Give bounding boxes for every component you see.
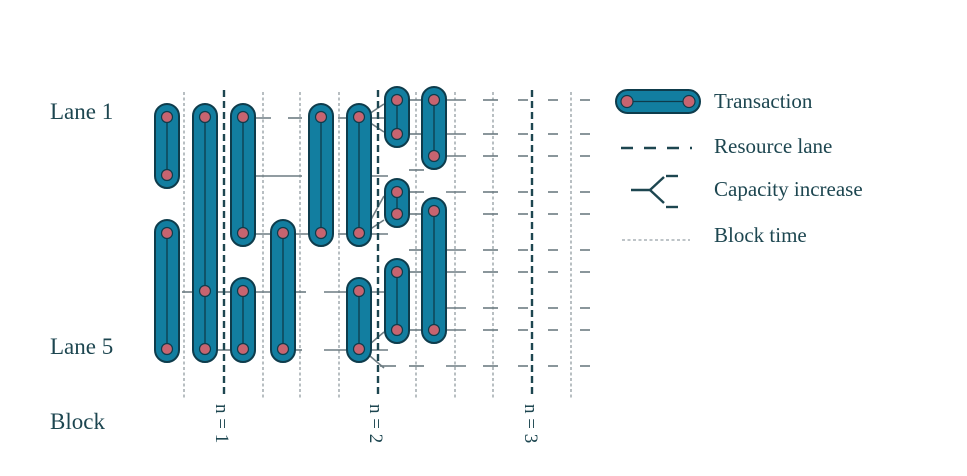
transaction-lane-dot bbox=[390, 93, 404, 107]
transaction-4 bbox=[230, 103, 256, 247]
transaction-lane-dot bbox=[427, 149, 441, 163]
legend-resource-lane-label: Resource lane bbox=[714, 134, 832, 158]
transaction-lane-dot bbox=[352, 110, 366, 124]
transaction-lane-dot bbox=[236, 284, 250, 298]
transaction-lane-dot bbox=[427, 323, 441, 337]
transaction-lane-dot bbox=[314, 110, 328, 124]
transaction-lane-dot bbox=[427, 93, 441, 107]
transaction-lane-dot bbox=[352, 226, 366, 240]
block-boundaries bbox=[222, 90, 534, 398]
transaction-lane-dot bbox=[390, 323, 404, 337]
transaction-lane-dot bbox=[160, 342, 174, 356]
transaction-1 bbox=[154, 103, 180, 189]
transaction-lane-dot bbox=[390, 265, 404, 279]
block-label-1: n = 1 bbox=[211, 404, 232, 443]
transaction-lane-dot bbox=[236, 110, 250, 124]
transaction-14 bbox=[421, 197, 447, 344]
legend-transaction-label: Transaction bbox=[714, 89, 813, 113]
legend-capacity-increase-icon bbox=[631, 174, 678, 209]
transaction-12 bbox=[384, 258, 410, 344]
transaction-lane-dot bbox=[390, 207, 404, 221]
transaction-lane-dot bbox=[390, 127, 404, 141]
transaction-lane-dot bbox=[198, 284, 212, 298]
block-label-3: n = 3 bbox=[520, 404, 541, 443]
transaction-lane-dot bbox=[160, 168, 174, 182]
legend: Transaction Resource lane Capacity incre… bbox=[615, 89, 863, 247]
transaction-lane-dot bbox=[314, 226, 328, 240]
transaction-lane-dot bbox=[427, 204, 441, 218]
legend-capacity-increase-label: Capacity increase bbox=[714, 177, 863, 201]
row-label-last: Lane 5 bbox=[50, 334, 113, 359]
transaction-2 bbox=[154, 219, 180, 363]
transaction-lane-dot bbox=[160, 226, 174, 240]
transaction-lane-dot bbox=[198, 342, 212, 356]
transaction-6 bbox=[270, 219, 296, 363]
transaction-lane-dot bbox=[352, 342, 366, 356]
legend-block-time-label: Block time bbox=[714, 223, 807, 247]
transactions bbox=[154, 86, 447, 363]
transaction-5 bbox=[230, 277, 256, 363]
transaction-lane-dot bbox=[236, 342, 250, 356]
row-label-first: Lane 1 bbox=[50, 99, 113, 124]
transaction-lane-dot bbox=[236, 226, 250, 240]
transaction-8 bbox=[346, 103, 372, 247]
transaction-lane-dot bbox=[352, 284, 366, 298]
transaction-lane-dot bbox=[390, 185, 404, 199]
transaction-13 bbox=[421, 86, 447, 170]
legend-transaction-icon bbox=[615, 89, 701, 114]
transaction-11 bbox=[384, 178, 410, 228]
transaction-lane-dot bbox=[160, 110, 174, 124]
transaction-lane-dot bbox=[276, 342, 290, 356]
transaction-lane-dot bbox=[276, 226, 290, 240]
transaction-7 bbox=[308, 103, 334, 247]
transaction-10 bbox=[384, 86, 410, 148]
transaction-9 bbox=[346, 277, 372, 363]
block-label-2: n = 2 bbox=[365, 404, 386, 443]
transaction-3 bbox=[192, 103, 218, 363]
row-label-block: Block bbox=[50, 409, 105, 434]
transaction-lane-dot bbox=[198, 110, 212, 124]
